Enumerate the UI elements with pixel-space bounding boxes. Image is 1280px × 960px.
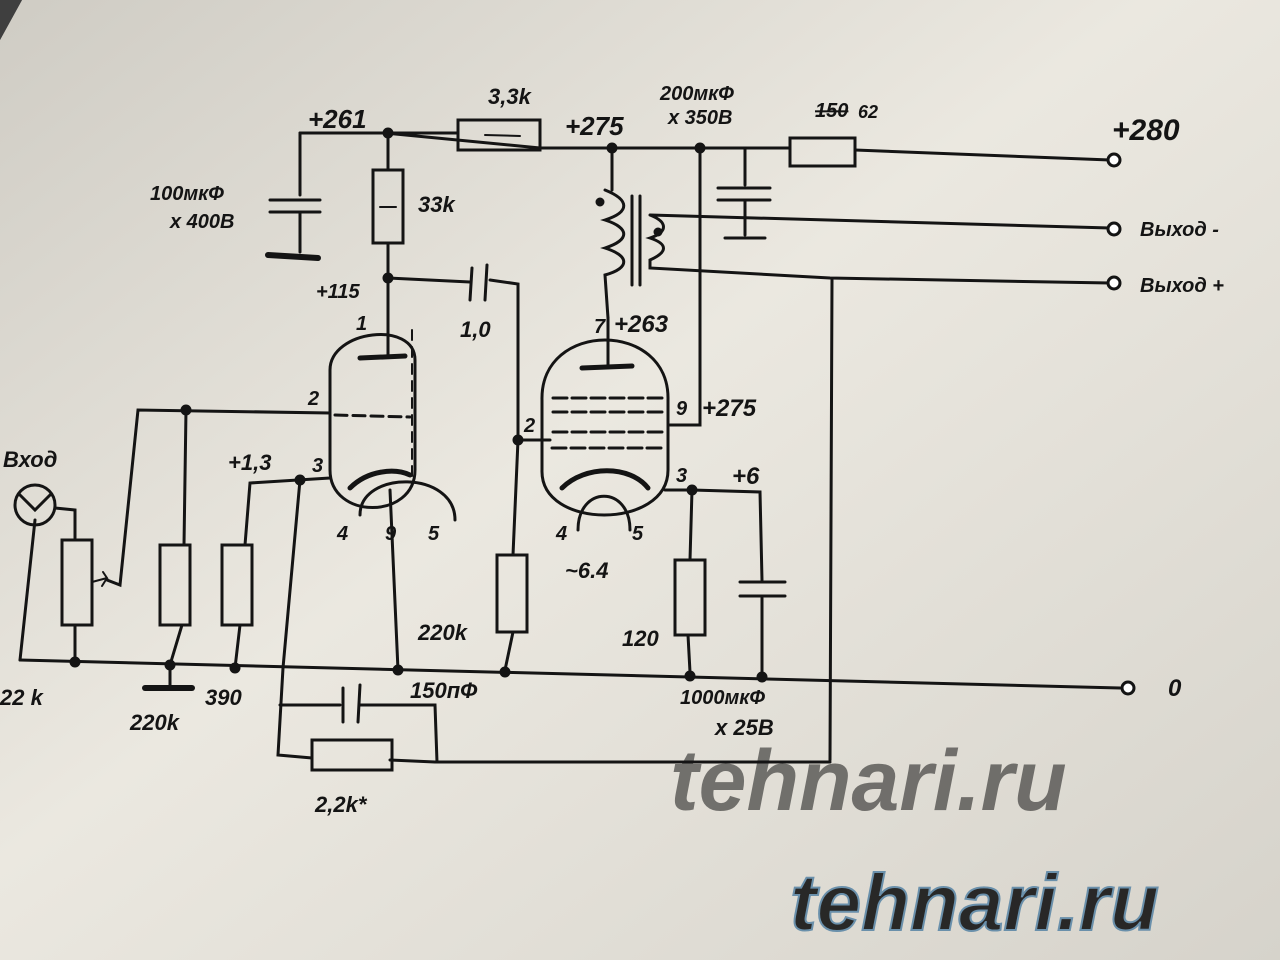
label-b275: +275 [565,111,624,141]
label-r120: 120 [622,626,659,651]
label-b261: +261 [308,104,367,134]
label-c200-value: 200мкФ [659,83,734,105]
pin-v1-4: 4 [336,523,348,545]
pin-v1-3: 3 [312,455,323,477]
terminal-ground: 0 [1168,675,1182,702]
pin-v1-1: 1 [356,313,367,335]
label-c-coupling: 1,0 [460,317,491,342]
label-b1-3: +1,3 [228,450,271,475]
label-r220k-grid: 220k [417,620,469,645]
label-r390: 390 [205,685,242,710]
pin-v2-2: 2 [523,415,535,437]
label-c1000-value: 1000мкФ [680,687,765,709]
label-c100-voltage: x 400В [169,211,235,233]
table-corner [0,0,22,40]
pin-v1-9: 9 [385,523,397,545]
label-b280: +280 [1112,114,1180,147]
label-r-series: 62 [858,102,878,122]
pin-v1-5: 5 [428,523,440,545]
label-b6: +6 [732,463,760,490]
pin-v2-3: 3 [676,465,687,487]
label-r3-3k: 3,3k [488,84,533,109]
terminal-out-minus: Выход - [1140,219,1219,241]
label-c1000-voltage: x 25В [714,715,774,740]
label-pot22k: 22 k [0,685,45,710]
pin-v2-4: 4 [555,523,567,545]
pin-v1-2: 2 [307,388,319,410]
label-r220k-left: 220k [129,710,181,735]
pin-v2-7: 7 [594,316,606,338]
label-b115: +115 [316,281,360,303]
terminal-out-plus: Выход + [1140,275,1224,297]
label-r2-2k: 2,2k* [314,792,368,817]
label-r33k: 33k [418,192,456,217]
pin-v2-9: 9 [676,398,688,420]
watermark-blue: tehnari.ru [790,858,1159,947]
pin-v2-5: 5 [632,523,644,545]
label-c100-value: 100мкФ [150,183,224,205]
label-c150pf: 150пФ [410,678,478,703]
label-c200-voltage: x 350В [667,107,733,129]
label-b263: +263 [614,311,669,338]
wiring [13,118,1136,772]
label-b275-g2: +275 [702,395,757,422]
label-heater: ~6.4 [565,558,608,583]
terminal-input: Вход [3,447,57,472]
watermark-gray: tehnari.ru [670,733,1067,829]
label-r-series-old: 150 [815,100,848,122]
